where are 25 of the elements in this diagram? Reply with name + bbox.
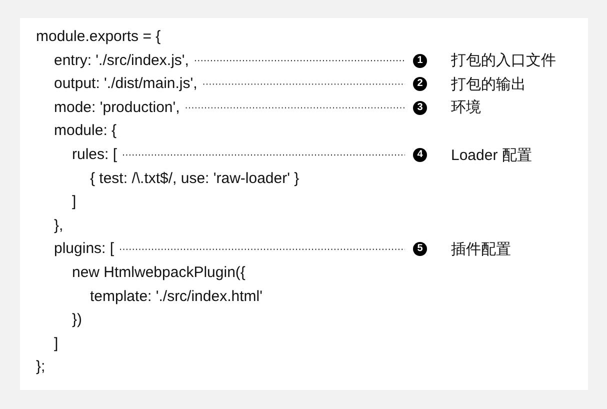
code-line: { test: /\.txt$/, use: 'raw-loader' }: [90, 168, 300, 189]
leader-line: [186, 107, 405, 108]
leader-line: [120, 248, 405, 250]
leader-line: [194, 60, 405, 62]
code-line: plugins: [: [54, 239, 114, 260]
code-line: };: [36, 357, 46, 378]
annotation-text: 打包的输出: [451, 74, 526, 94]
code-line: rules: [: [72, 145, 118, 165]
annotation-text: 环境: [451, 98, 481, 118]
annotation-text: 插件配置: [451, 240, 511, 259]
code-line: module: {: [54, 121, 117, 142]
code-line: template: './src/index.html': [90, 286, 262, 307]
code-line: new HtmlwebpackPlugin({: [72, 263, 246, 283]
code-line: }): [72, 310, 82, 330]
code-line: module.exports = {: [36, 27, 161, 47]
annotation-text: 打包的入口文件: [451, 51, 556, 70]
annotation-text: Loader 配置: [451, 146, 532, 164]
code-line: mode: 'production',: [54, 98, 180, 118]
code-line: entry: './src/index.js',: [54, 50, 189, 71]
leader-line: [203, 84, 405, 85]
code-line: },: [54, 216, 64, 236]
code-line: output: './dist/main.js',: [54, 74, 198, 94]
leader-line: [123, 154, 405, 156]
code-line: ]: [72, 192, 76, 212]
code-line: ]: [54, 334, 58, 354]
